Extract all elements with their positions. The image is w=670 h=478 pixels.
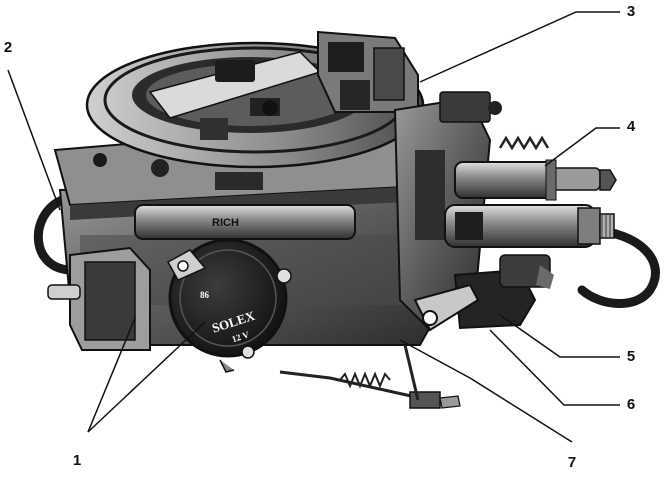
callout-1: 1 [72, 452, 82, 469]
callout-2: 2 [3, 39, 13, 56]
leader-6 [489, 329, 620, 406]
rich-marking: RICH [212, 217, 239, 229]
code-marking: 86 [200, 290, 210, 300]
leader-4 [544, 127, 620, 167]
rich-bar [134, 204, 356, 240]
leader-2 [7, 69, 61, 211]
linkage-spring [339, 371, 391, 389]
linkage-rod [279, 370, 421, 400]
leader-7 [399, 339, 573, 443]
callout-3: 3 [626, 3, 636, 20]
leader-lines [7, 11, 620, 443]
leader-5 [499, 314, 620, 358]
leader-1a [87, 317, 136, 433]
callout-7: 7 [567, 454, 577, 471]
left-hose [34, 195, 77, 275]
callout-4: 4 [626, 118, 636, 135]
right-hose [577, 225, 660, 308]
callout-6: 6 [626, 396, 636, 413]
return-spring [498, 135, 550, 151]
callout-5: 5 [626, 348, 636, 365]
leader-1b [87, 321, 206, 433]
solenoid-upper [454, 161, 556, 199]
leader-3 [419, 11, 620, 83]
